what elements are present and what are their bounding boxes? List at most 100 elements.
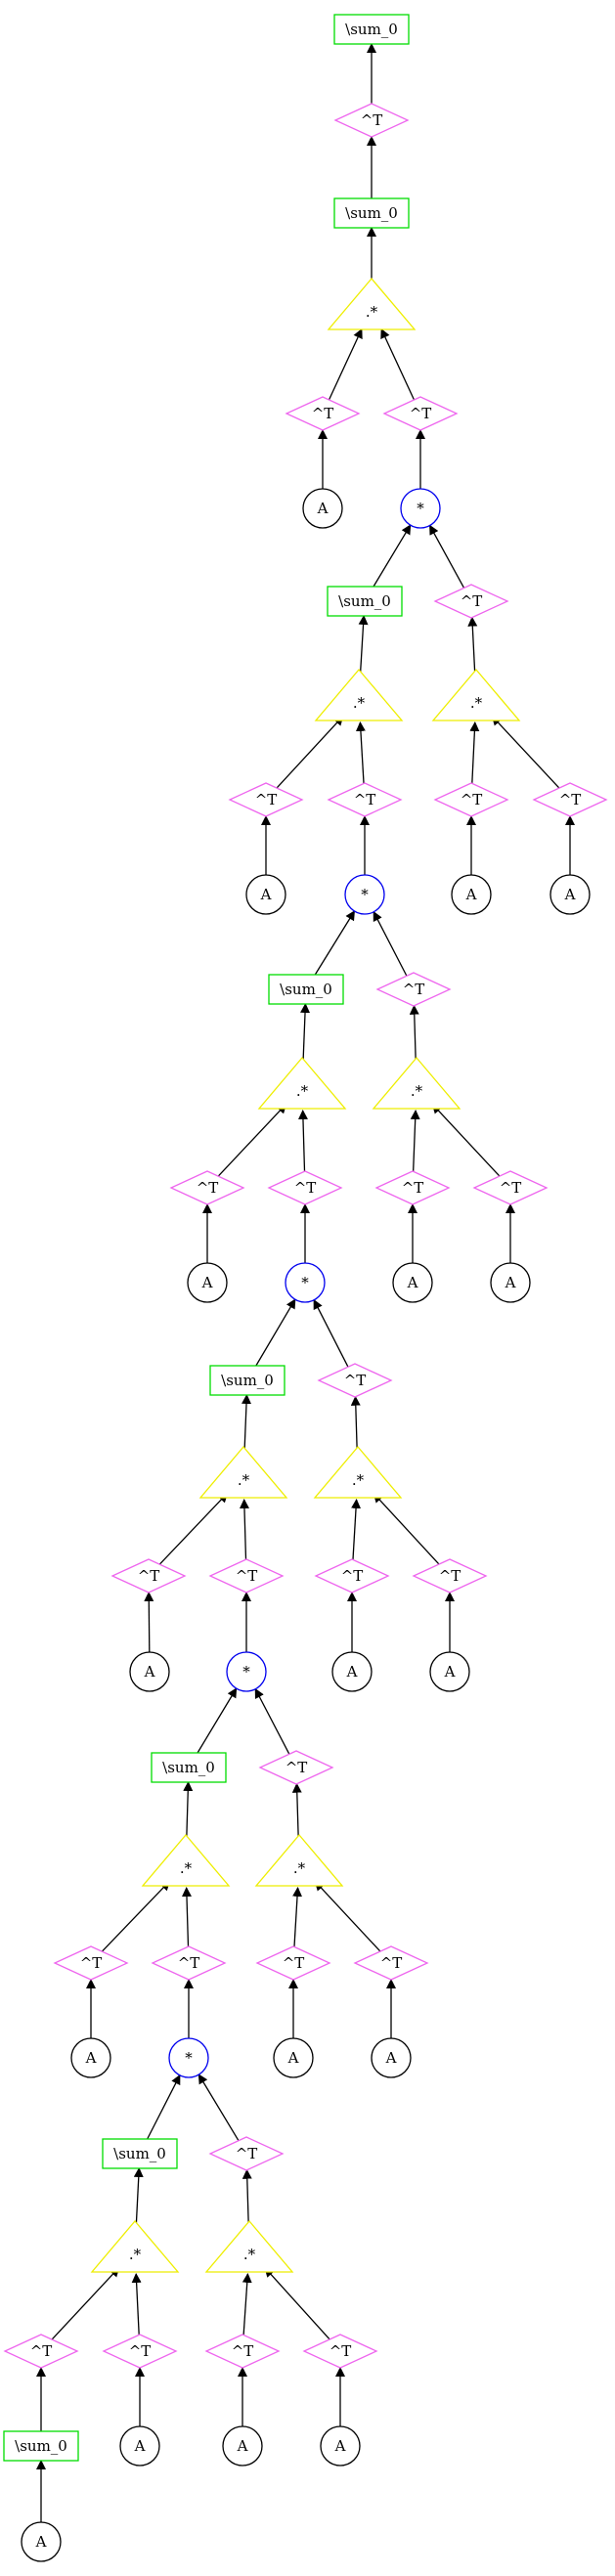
node-label: A xyxy=(407,1274,418,1291)
node-label: .* xyxy=(296,1082,309,1100)
node-elemmul-e6: .* xyxy=(198,1445,288,1499)
edge-t13-to-e5 xyxy=(431,1103,501,1177)
node-leaf-a15: A xyxy=(222,2425,263,2467)
node-transpose-t9: ^T xyxy=(375,972,452,1007)
node-label: .* xyxy=(353,694,366,712)
node-label: A xyxy=(564,886,576,903)
edge-t20-to-e8 xyxy=(101,1880,171,1952)
edge-e4-to-s4 xyxy=(300,1003,311,1065)
node-shape xyxy=(226,1651,267,1692)
edge-t25-to-e10 xyxy=(51,2266,120,2340)
node-leaf-a5: A xyxy=(187,1262,228,1303)
node-transpose-t2: ^T xyxy=(285,396,361,431)
node-label: ^T xyxy=(439,1567,461,1585)
node-label: A xyxy=(35,2533,47,2551)
node-label: A xyxy=(287,2049,299,2067)
node-shape xyxy=(313,1445,403,1499)
node-label: \sum_0 xyxy=(113,2145,166,2162)
node-transpose-t20: ^T xyxy=(53,1945,129,1981)
node-shape xyxy=(273,2037,314,2078)
node-label: * xyxy=(301,1274,309,1291)
node-leaf-a9: A xyxy=(331,1651,373,1692)
node-label: ^T xyxy=(380,1954,403,1972)
node-leaf-a11: A xyxy=(70,2037,111,2078)
edge-t24-to-m5 xyxy=(198,2074,240,2142)
node-shape xyxy=(119,2425,160,2467)
node-shape xyxy=(400,488,441,529)
edge-e7-to-t14 xyxy=(350,1395,361,1454)
node-shape xyxy=(151,1945,227,1981)
edge-e6-to-s5 xyxy=(242,1394,252,1454)
node-layer: \sum_0 ^T \sum_0 .* ^T ^T A * \sum_0 ^T .* .* ^T ^T ^T… xyxy=(3,14,608,2562)
node-shape xyxy=(451,874,492,915)
node-elemmul-e9: .* xyxy=(254,1833,344,1887)
node-shape xyxy=(472,1170,549,1205)
node-label: \sum_0 xyxy=(162,1759,215,1776)
edge-t6-to-e2 xyxy=(355,720,366,784)
node-shape xyxy=(314,1558,390,1594)
node-shape xyxy=(169,1170,245,1205)
node-shape xyxy=(102,2138,178,2169)
node-label: A xyxy=(144,1663,155,1681)
node-label: A xyxy=(505,1274,516,1291)
node-leaf-a13: A xyxy=(371,2037,412,2078)
node-shape xyxy=(208,2136,285,2171)
node-label: ^T xyxy=(312,405,334,422)
node-shape xyxy=(382,396,459,431)
node-label: * xyxy=(185,2049,193,2067)
node-shape xyxy=(267,1170,343,1205)
node-label: A xyxy=(465,886,477,903)
node-label: ^T xyxy=(197,1179,219,1197)
node-transpose-t8: ^T xyxy=(532,782,608,817)
node-shape xyxy=(285,396,361,431)
node-shape xyxy=(129,1651,170,1692)
node-shape xyxy=(412,1558,488,1594)
node-leaf-a12: A xyxy=(273,2037,314,2078)
node-sum-s7: \sum_0 xyxy=(102,2138,178,2169)
node-transpose-t4: ^T xyxy=(433,584,509,619)
node-sum-s5: \sum_0 xyxy=(209,1365,286,1396)
edge-t22-to-e9 xyxy=(292,1886,303,1947)
node-label: A xyxy=(444,1663,456,1681)
node-shape xyxy=(375,972,452,1007)
edge-e5-to-t9 xyxy=(409,1004,419,1065)
node-shape xyxy=(433,584,509,619)
node-label: ^T xyxy=(500,1179,522,1197)
node-shape xyxy=(429,1651,470,1692)
node-shape xyxy=(285,1262,326,1303)
edge-a8-to-t15 xyxy=(144,1591,154,1653)
node-shape xyxy=(327,277,417,330)
node-shape xyxy=(433,782,509,817)
node-elemmul-e10: .* xyxy=(90,2219,180,2273)
node-shape xyxy=(90,2219,180,2273)
node-shape xyxy=(110,1558,187,1594)
node-leaf-a3: A xyxy=(451,874,492,915)
node-leaf-a6: A xyxy=(392,1262,433,1303)
edge-t14-to-m3 xyxy=(313,1298,349,1368)
node-label: .* xyxy=(470,694,483,712)
node-elemmul-e7: .* xyxy=(313,1445,403,1499)
node-leaf-a14: A xyxy=(119,2425,160,2467)
node-shape xyxy=(141,1833,231,1887)
node-shape xyxy=(268,974,344,1005)
node-shape xyxy=(222,2425,263,2467)
edge-e10-to-s7 xyxy=(133,2167,144,2228)
node-label: \sum_0 xyxy=(345,204,398,222)
node-elemmul-e4: .* xyxy=(257,1056,347,1110)
edge-s7-to-m5 xyxy=(147,2074,181,2140)
node-shape xyxy=(314,668,404,721)
node-shape xyxy=(228,782,304,817)
node-label: A xyxy=(346,1663,358,1681)
node-sum-s1: \sum_0 xyxy=(333,14,410,45)
node-leaf-a1: A xyxy=(302,488,343,529)
edge-t12-to-e5 xyxy=(410,1109,420,1172)
node-shape xyxy=(353,1945,429,1981)
node-sum-s8: \sum_0 xyxy=(3,2430,79,2462)
node-transpose-t21: ^T xyxy=(151,1945,227,1981)
edge-e3-to-t4 xyxy=(467,616,478,677)
node-label: ^T xyxy=(361,111,383,129)
node-transpose-t15: ^T xyxy=(110,1558,187,1594)
node-shape xyxy=(333,14,410,45)
node-mul-m2: * xyxy=(344,874,385,915)
node-label: ^T xyxy=(255,791,278,808)
